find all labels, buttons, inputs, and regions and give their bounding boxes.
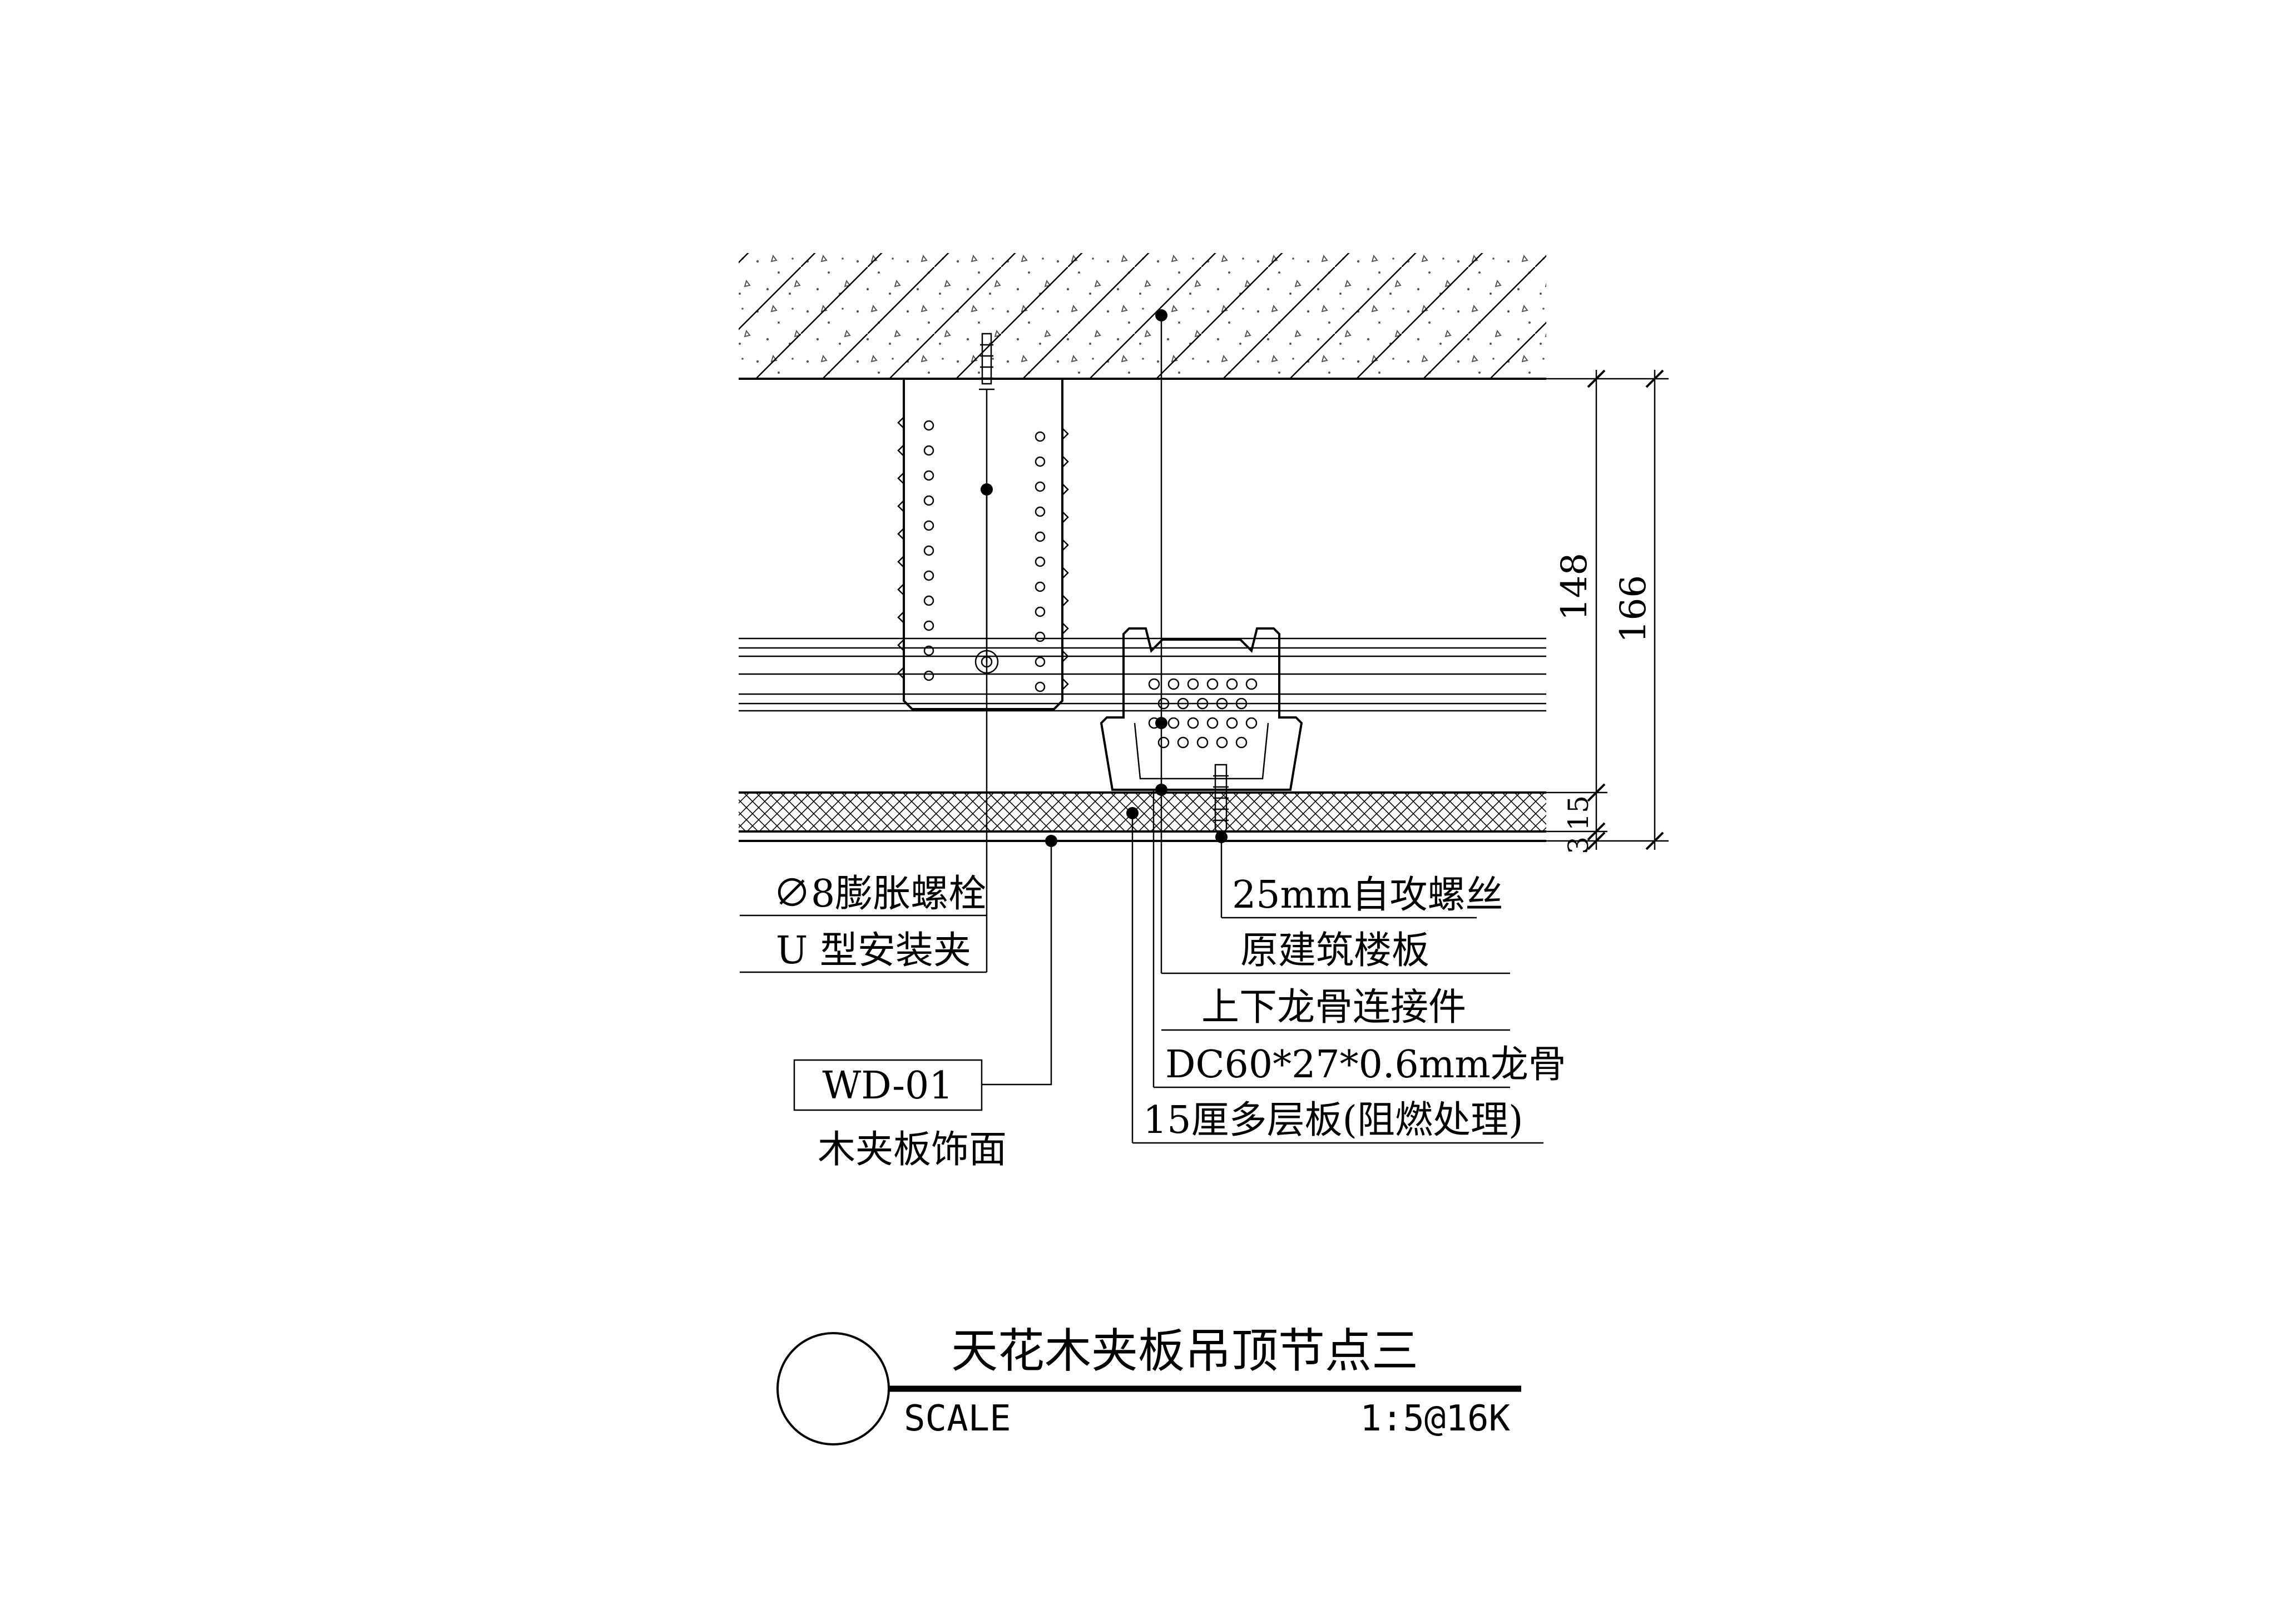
drawing-title: 天花木夹板吊顶节点三 [951,1324,1418,1378]
dim-board-a: 3 [1562,836,1595,854]
label-self-tapping-screw: 25mm自攻螺丝 [1232,873,1503,917]
label-structural-slab: 原建筑楼板 [1240,929,1429,973]
label-keel: DC60*27*0.6mm龙骨 [1165,1043,1566,1087]
label-finish: 木夹板饰面 [818,1128,1007,1172]
concrete-slab [739,253,1546,380]
u-hanger-clip [897,380,1069,710]
scale-label: SCALE [904,1398,1011,1439]
label-plywood: 15厘多层板(阻燃处理) [1143,1098,1523,1142]
label-u-clip: U 型安装夹 [776,929,971,973]
label-keel-connector: 上下龙骨连接件 [1201,986,1466,1029]
label-anchor-bolt: ∅8膨胀螺栓 [773,872,986,916]
dim-outer-height: 166 [1613,575,1654,643]
label-material-code: WD-01 [822,1064,953,1108]
leader-lines [740,309,1543,1144]
scale-value: 1:5@16K [1360,1398,1510,1439]
title-block [776,1332,1521,1445]
secondary-keel [1100,627,1303,791]
dim-inner-height: 148 [1554,553,1595,621]
dimension-lines [1546,369,1669,850]
plywood-board [739,791,1546,842]
main-keel-lines [739,637,1546,712]
dim-board-b: 15 [1562,795,1595,831]
